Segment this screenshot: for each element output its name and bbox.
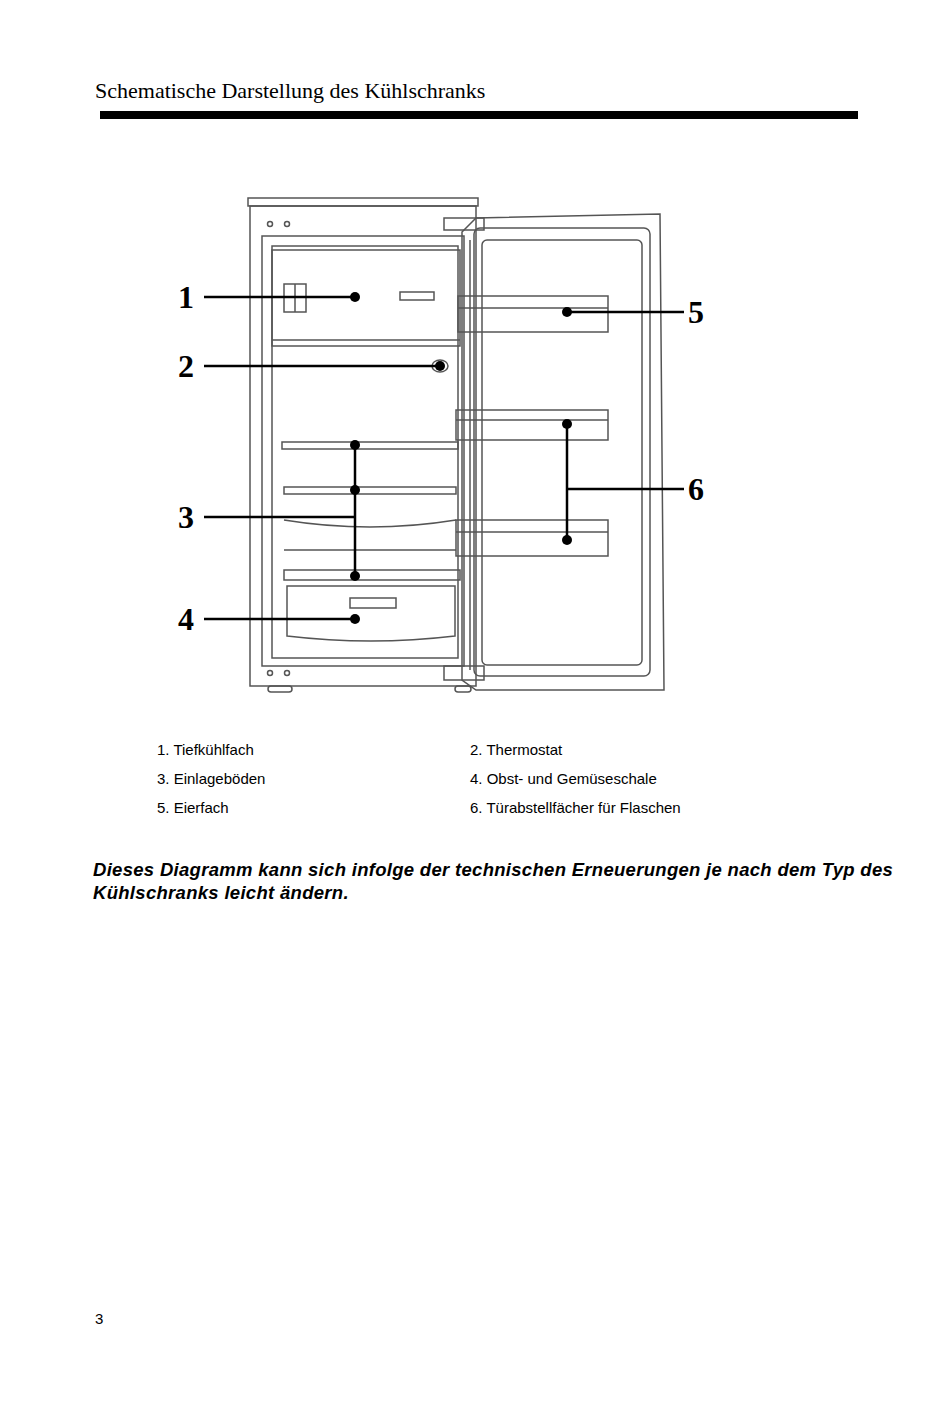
- diagram-note: Dieses Diagramm kann sich infolge der te…: [93, 858, 933, 904]
- legend-item: 2. Thermostat: [470, 741, 562, 758]
- callout-number: 2: [178, 350, 194, 382]
- page-number: 3: [95, 1310, 103, 1327]
- leader-dots: [350, 292, 572, 624]
- legend-item: 6. Türabstellfächer für Flaschen: [470, 799, 681, 816]
- callout-number: 3: [178, 501, 194, 533]
- callout-number: 4: [178, 603, 194, 635]
- legend-item: 3. Einlageböden: [157, 770, 265, 787]
- legend-item: 4. Obst- und Gemüseschale: [470, 770, 657, 787]
- page-heading: Schematische Darstellung des Kühlschrank…: [95, 78, 485, 103]
- callout-number: 5: [688, 296, 704, 328]
- callout-number: 1: [178, 281, 194, 313]
- legend-item: 1. Tiefkühlfach: [157, 741, 254, 758]
- leader-lines: [204, 297, 684, 619]
- callout-number: 6: [688, 473, 704, 505]
- heading-bar: [100, 111, 858, 119]
- door: [456, 214, 664, 690]
- legend-item: 5. Eierfach: [157, 799, 229, 816]
